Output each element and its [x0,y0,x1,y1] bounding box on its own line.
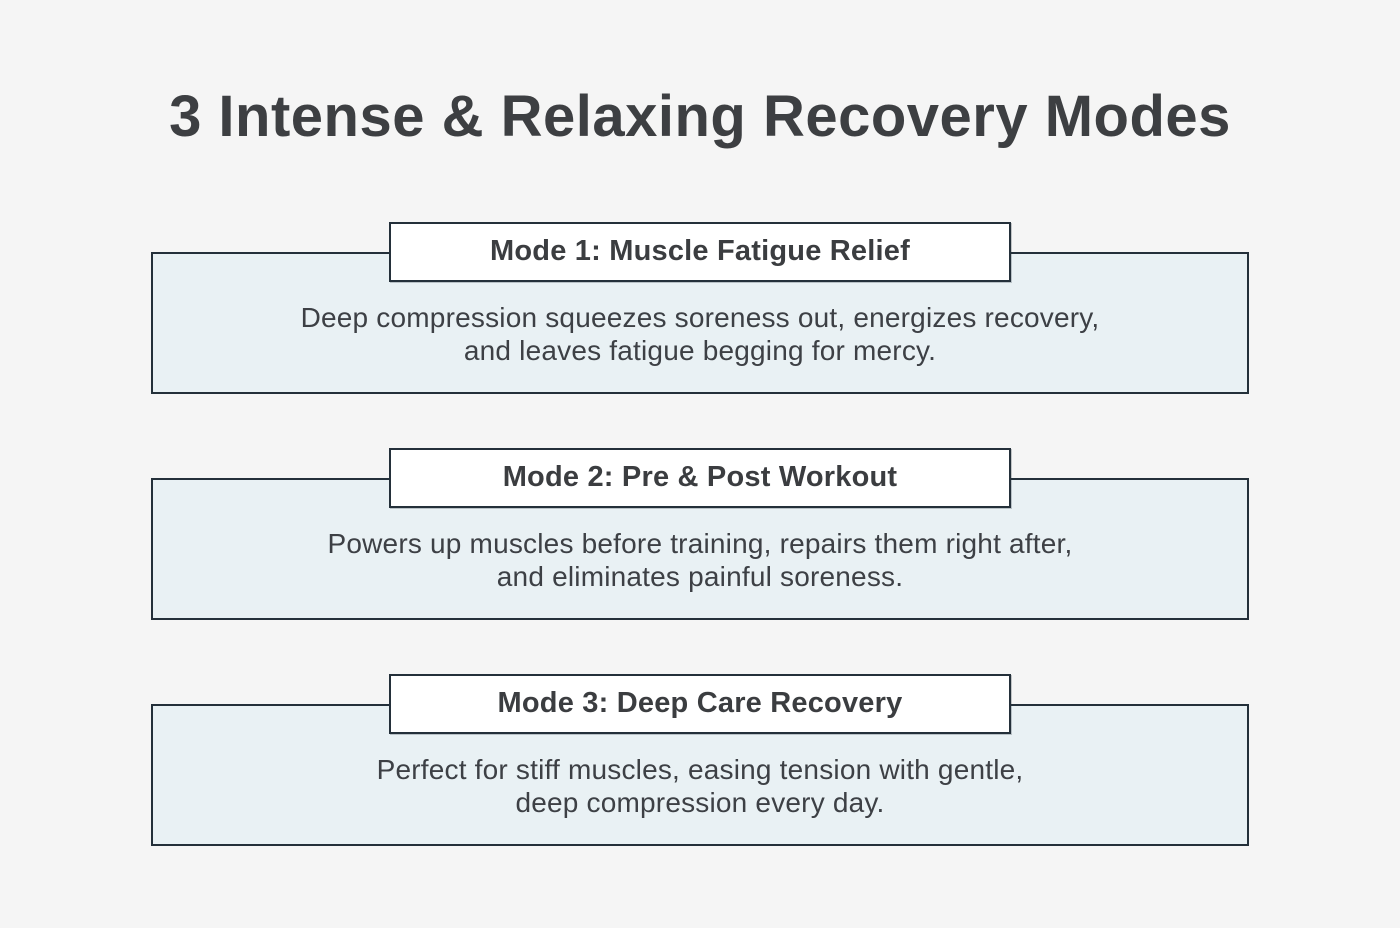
mode-card-3: Mode 3: Deep Care Recovery Perfect for s… [151,673,1249,846]
mode-card-3-description-line2: deep compression every day. [515,786,885,818]
mode-card-2-description-line2: and eliminates painful soreness. [496,560,904,592]
mode-card-2: Mode 2: Pre & Post Workout Powers up mus… [151,447,1249,620]
mode-card-1-title: Mode 1: Muscle Fatigue Relief [490,235,910,268]
mode-card-2-header: Mode 2: Pre & Post Workout [389,447,1011,508]
mode-card-3-description-line1: Perfect for stiff muscles, easing tensio… [376,753,1024,785]
mode-card-2-title: Mode 2: Pre & Post Workout [502,461,898,494]
page-title: 3 Intense & Relaxing Recovery Modes [169,84,1231,149]
mode-card-1-description-line2: and leaves fatigue begging for mercy. [463,334,937,366]
mode-card-1: Mode 1: Muscle Fatigue Relief Deep compr… [151,221,1249,394]
mode-card-1-description-line1: Deep compression squeezes soreness out, … [300,301,1100,333]
mode-cards-list: Mode 1: Muscle Fatigue Relief Deep compr… [0,221,1400,846]
mode-card-2-description-line1: Powers up muscles before training, repai… [327,527,1073,559]
mode-card-3-title: Mode 3: Deep Care Recovery [497,687,903,720]
mode-card-3-header: Mode 3: Deep Care Recovery [389,673,1011,734]
mode-card-1-header: Mode 1: Muscle Fatigue Relief [389,221,1011,282]
